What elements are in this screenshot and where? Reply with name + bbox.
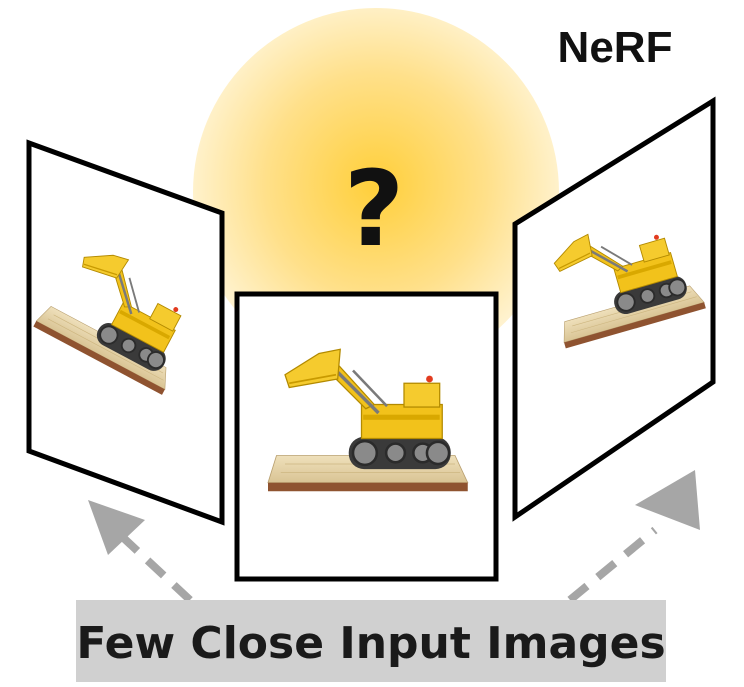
left-arrow [88,500,193,603]
center-view-panel [234,291,499,582]
right-view-panel [512,96,716,522]
caption-text: Few Close Input Images [76,618,665,669]
right-arrow [567,470,700,604]
nerf-title: NeRF [558,23,673,72]
caption-banner [76,600,666,682]
left-view-panel [26,139,225,526]
nerf-volume-glow [193,8,559,376]
question-mark: ? [344,148,404,270]
